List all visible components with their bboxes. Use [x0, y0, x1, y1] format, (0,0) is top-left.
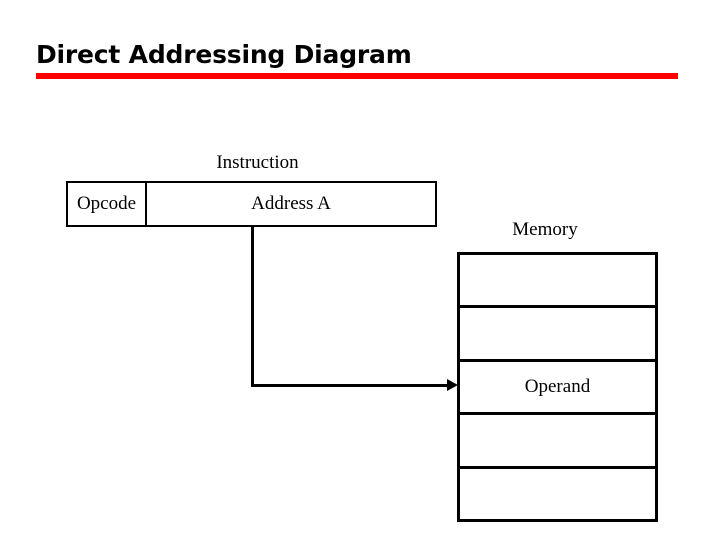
memory-row	[460, 255, 655, 309]
memory-row	[460, 468, 655, 520]
title-underline-rule	[36, 73, 678, 79]
memory-label: Memory	[512, 219, 578, 240]
page-title: Direct Addressing Diagram	[36, 40, 412, 69]
connector-vertical-segment	[251, 226, 254, 387]
instruction-field-opcode: Opcode	[68, 183, 147, 225]
memory-box: Operand	[457, 252, 658, 522]
instruction-label: Instruction	[216, 152, 299, 173]
memory-row	[460, 415, 655, 469]
memory-row-operand: Operand	[460, 361, 655, 416]
arrow-right-icon	[447, 379, 458, 391]
connector-horizontal-segment	[251, 384, 451, 387]
instruction-box: Opcode Address A	[66, 181, 437, 227]
instruction-field-address: Address A	[147, 183, 435, 225]
memory-row	[460, 308, 655, 362]
